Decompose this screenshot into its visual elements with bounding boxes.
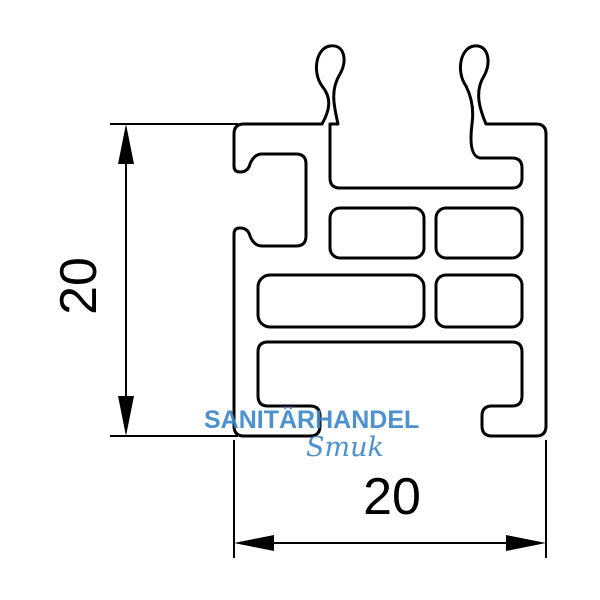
- watermark-logo: SANITÄRHANDEL Smuk: [204, 406, 419, 463]
- horizontal-dimension: 20: [233, 440, 547, 558]
- watermark-line2: Smuk: [306, 432, 384, 463]
- vertical-dimension: 20: [50, 123, 238, 437]
- chamber-middle-right: [434, 273, 524, 329]
- dimension-height-label: 20: [50, 257, 108, 315]
- profile-outline: [232, 44, 548, 438]
- watermark-line1: SANITÄRHANDEL: [204, 406, 419, 434]
- chamber-upper-left: [328, 206, 426, 260]
- chamber-upper-right: [434, 206, 524, 260]
- chamber-middle-left: [256, 273, 426, 329]
- dimension-width-label: 20: [363, 468, 421, 526]
